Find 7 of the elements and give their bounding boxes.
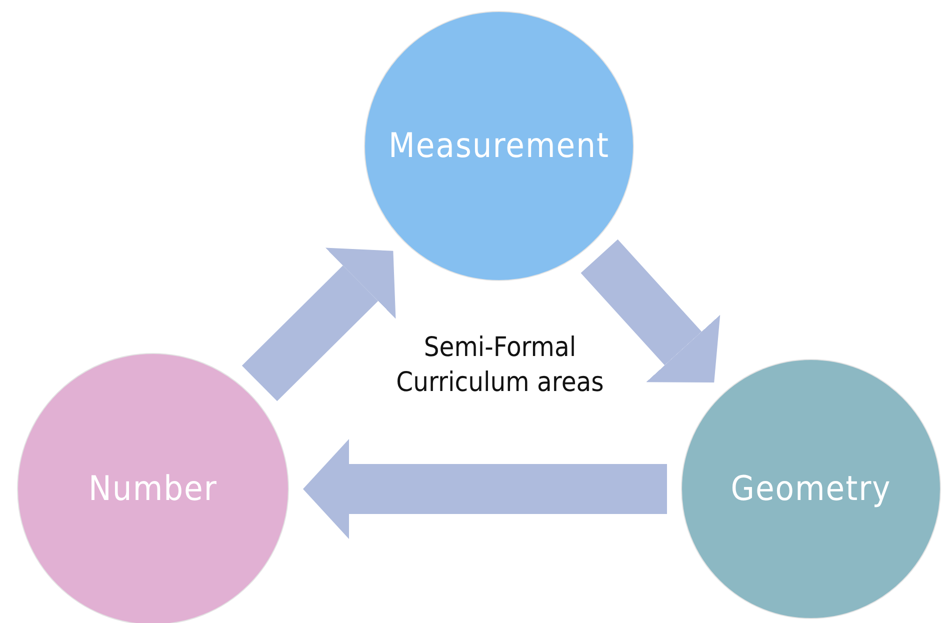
topic-label: Geometry (730, 469, 892, 509)
block-arrow (242, 248, 396, 402)
block-arrow (580, 239, 720, 382)
block-arrow (303, 439, 667, 539)
center-label: Semi-Formal Curriculum areas (395, 331, 605, 400)
topic-label: Measurement (388, 126, 610, 166)
topic-label: Number (88, 469, 218, 509)
